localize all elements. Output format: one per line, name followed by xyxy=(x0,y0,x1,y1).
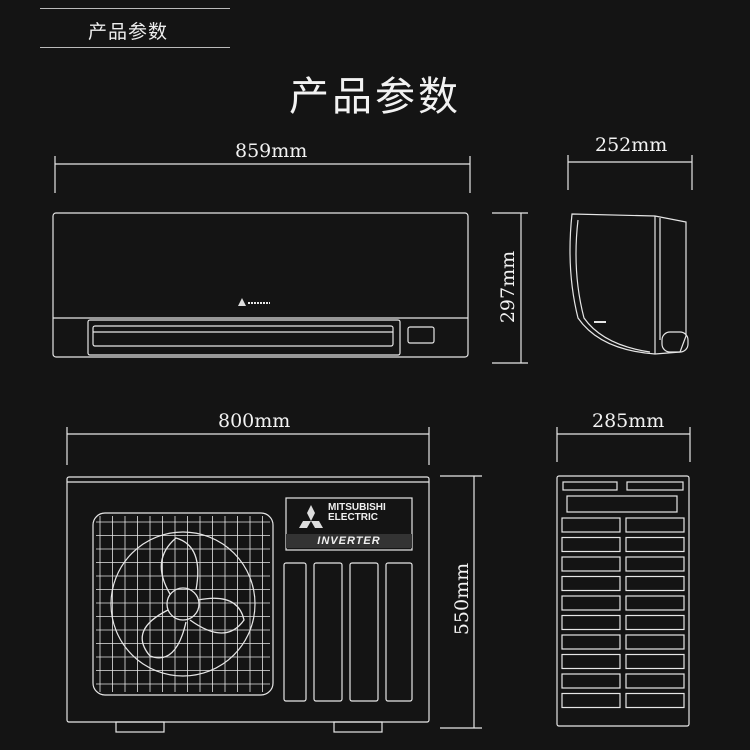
indoor-unit-front xyxy=(52,156,528,364)
outdoor-depth-label: 285mm xyxy=(592,410,665,432)
brand-line-2: ELECTRIC xyxy=(328,512,378,523)
vent-slot xyxy=(385,562,413,702)
outdoor-side-body xyxy=(556,475,690,727)
side-slat xyxy=(625,673,685,689)
brand-name: MITSUBISHI ELECTRIC xyxy=(328,503,386,523)
side-slat xyxy=(625,653,685,670)
side-slat xyxy=(561,575,621,592)
indoor-width-label: 859mm xyxy=(235,140,308,162)
side-slat xyxy=(625,634,685,650)
side-slat xyxy=(561,536,621,553)
fan-blade-icon xyxy=(141,537,245,659)
side-slat xyxy=(561,634,621,650)
side-slat xyxy=(625,536,685,553)
outdoor-unit-front xyxy=(66,427,482,733)
indoor-logo-icon xyxy=(238,298,270,306)
indoor-height-label: 297mm xyxy=(497,250,519,324)
outdoor-foot xyxy=(115,721,165,733)
side-slat xyxy=(625,595,685,611)
vent-slot xyxy=(283,562,307,702)
vent-slot xyxy=(313,562,343,702)
side-slat xyxy=(625,692,685,709)
outdoor-width-label: 800mm xyxy=(218,410,291,432)
indoor-depth-label: 252mm xyxy=(595,134,668,156)
side-slat xyxy=(625,614,685,631)
side-slat xyxy=(625,517,685,533)
fan-grille xyxy=(92,512,274,696)
side-slat xyxy=(625,556,685,572)
brand-panel xyxy=(285,497,413,551)
outdoor-unit-body xyxy=(66,476,430,723)
side-slat xyxy=(561,556,621,572)
indoor-unit-side xyxy=(567,155,693,355)
page-title: 产品参数 xyxy=(289,74,461,120)
fan-guard-ring xyxy=(110,531,256,677)
indoor-display-window xyxy=(407,326,435,344)
vent-slot xyxy=(349,562,379,702)
outdoor-unit-side xyxy=(556,427,691,727)
inverter-badge: INVERTER xyxy=(317,535,381,547)
side-slat xyxy=(561,653,621,670)
outdoor-foot xyxy=(333,721,383,733)
side-slat xyxy=(561,673,621,689)
header-tab: 产品参数 xyxy=(40,8,230,48)
side-slat xyxy=(561,614,621,631)
side-slat xyxy=(561,692,621,709)
side-slat xyxy=(561,595,621,611)
side-slat xyxy=(561,517,621,533)
brand-line-1: MITSUBISHI xyxy=(328,502,386,513)
mitsubishi-logo-icon xyxy=(299,505,323,528)
outdoor-height-label: 550mm xyxy=(451,562,473,636)
header-tab-label: 产品参数 xyxy=(88,21,169,43)
indoor-unit-body xyxy=(52,212,469,358)
indoor-air-outlet xyxy=(87,319,401,356)
side-slat xyxy=(625,575,685,592)
